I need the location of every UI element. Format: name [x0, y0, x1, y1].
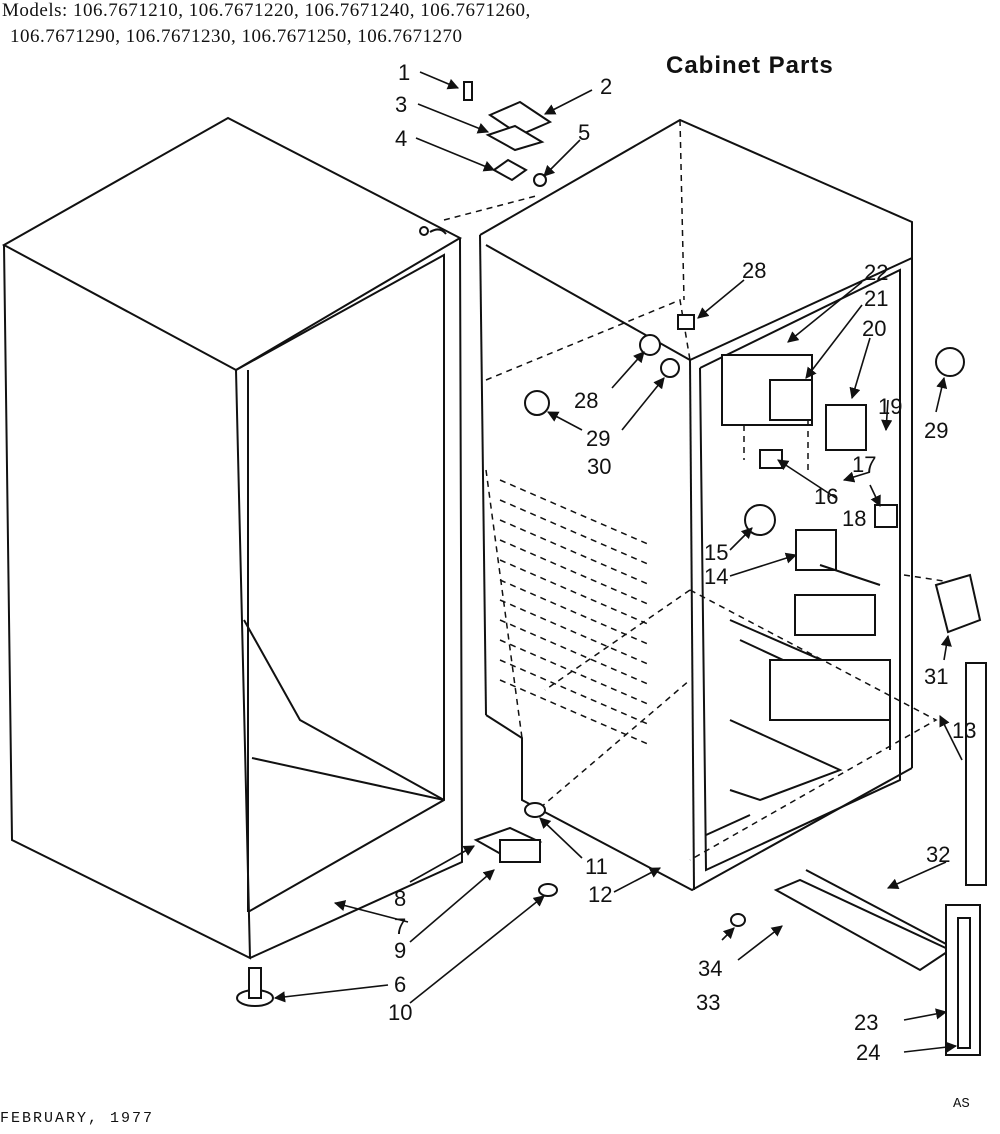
screw-part-10 — [538, 883, 558, 897]
callout-11: 11 — [585, 854, 608, 879]
callout-4: 4 — [395, 126, 407, 151]
callout-5: 5 — [578, 120, 590, 145]
small-parts — [236, 81, 987, 1056]
callout-14: 14 — [704, 564, 728, 589]
base-rail-part-33 — [773, 878, 953, 972]
callout-19: 19 — [878, 394, 902, 419]
callout-3: 3 — [395, 92, 407, 117]
outer-cabinet-shell — [1, 116, 464, 960]
page-code: AS — [953, 1096, 970, 1112]
hidden-lines — [443, 119, 971, 861]
callout-32: 32 — [926, 842, 950, 867]
screw-part-34 — [730, 913, 746, 927]
plug-part-29-left — [524, 390, 550, 416]
callout-21: 21 — [864, 286, 888, 311]
nut-part-11 — [524, 802, 546, 818]
leader-lines — [273, 71, 963, 1053]
cover-part-31 — [934, 573, 982, 634]
plug-part-28-top — [677, 314, 695, 330]
callout-2: 2 — [600, 74, 612, 99]
callout-22: 22 — [864, 260, 888, 285]
callout-34: 34 — [698, 956, 722, 981]
callout-24: 24 — [856, 1040, 880, 1065]
models-list-line-2: 106.7671290, 106.7671230, 106.7671250, 1… — [10, 26, 463, 47]
callout-12: 12 — [588, 882, 612, 907]
models-list-line-1: Models: 106.7671210, 106.7671220, 106.76… — [2, 0, 531, 21]
callout-9: 9 — [394, 938, 406, 963]
callout-17: 17 — [852, 452, 876, 477]
callout-28-left: 28 — [574, 388, 598, 413]
callout-13: 13 — [952, 718, 976, 743]
callout-28-top: 28 — [742, 258, 766, 283]
callout-30: 30 — [587, 454, 611, 479]
callout-16: 16 — [814, 484, 838, 509]
callout-18: 18 — [842, 506, 866, 531]
callout-10: 10 — [388, 1000, 412, 1025]
callout-33: 33 — [696, 990, 720, 1015]
callout-23: 23 — [854, 1010, 878, 1035]
callout-15: 15 — [704, 540, 728, 565]
publication-date: FEBRUARY, 1977 — [0, 1110, 155, 1127]
callout-31: 31 — [924, 664, 948, 689]
cabinet-liner — [479, 118, 913, 892]
trim-part-13 — [965, 662, 987, 886]
plug-part-30 — [660, 358, 680, 378]
callout-29-right: 29 — [924, 418, 948, 443]
callout-7: 7 — [394, 914, 406, 939]
hinge-part-9 — [499, 839, 541, 863]
callout-8: 8 — [394, 886, 406, 911]
callout-labels: 1 2 3 4 5 6 7 8 9 10 11 12 13 14 15 16 1… — [388, 60, 976, 1065]
callout-1: 1 — [398, 60, 410, 85]
callout-6: 6 — [394, 972, 406, 997]
plug-part-29-right — [935, 347, 965, 377]
callout-29-left: 29 — [586, 426, 610, 451]
nut-part-5 — [533, 173, 547, 187]
plug-part-28-left — [639, 334, 661, 356]
hinge-part-3 — [485, 124, 545, 152]
callout-20: 20 — [862, 316, 886, 341]
diagram-title: Cabinet Parts — [666, 52, 834, 79]
screw-part-1 — [463, 81, 473, 101]
hinge-plate-part-4 — [492, 158, 528, 182]
